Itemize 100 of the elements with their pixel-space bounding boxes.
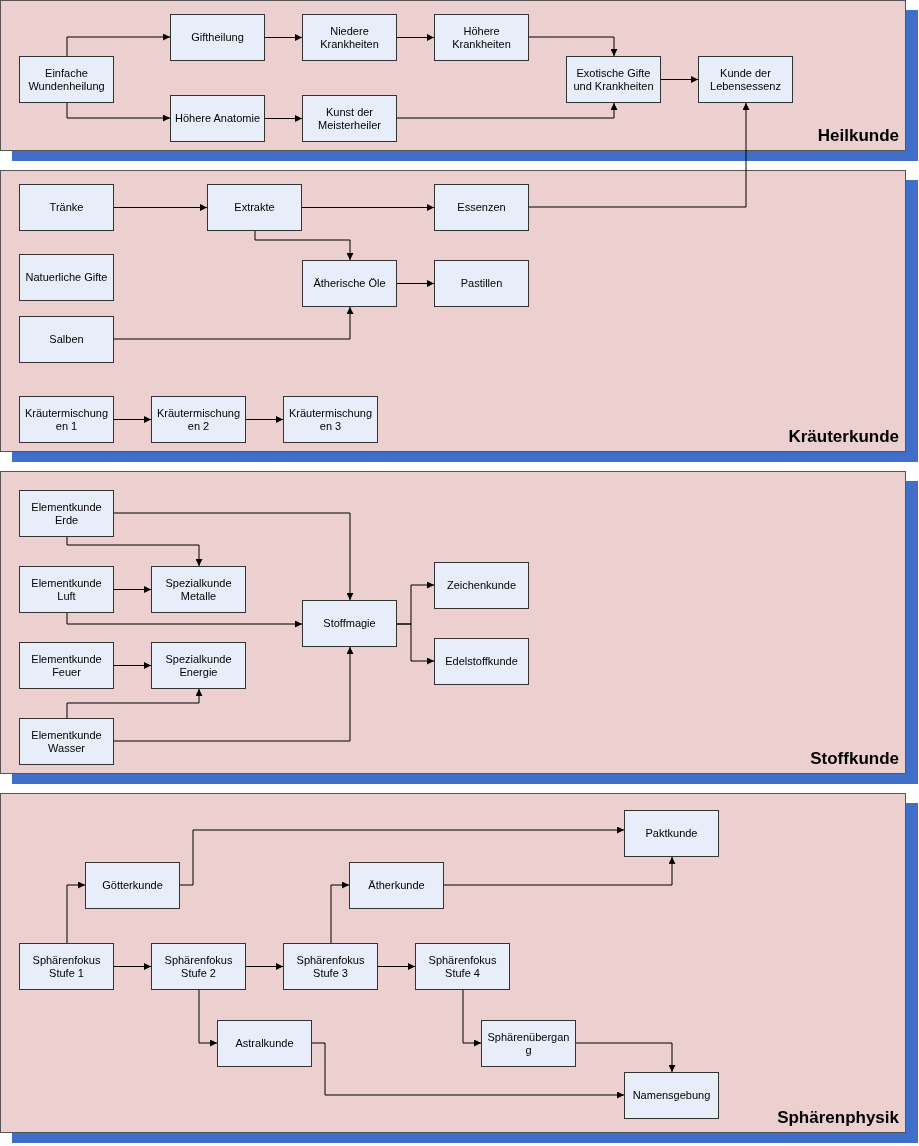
box-label: Kunst der Meisterheiler (317, 105, 382, 132)
arrow (396, 34, 435, 41)
arrow (66, 612, 303, 628)
box-label: Ätherkunde (368, 879, 425, 892)
section-heading: Sphärenphysik (777, 1108, 899, 1128)
box-label: Spezialkunde Metalle (164, 576, 233, 603)
arrow (66, 688, 203, 719)
box-label: Elementkunde Luft (30, 576, 103, 603)
process-box (434, 14, 529, 61)
process-box (19, 490, 114, 537)
box-label: Kräutermischungen 2 (156, 406, 241, 433)
process-box (283, 396, 378, 443)
arrow (113, 204, 208, 211)
process-box (19, 718, 114, 765)
process-box (151, 943, 246, 990)
box-label: Sphärenübergang (486, 1030, 571, 1057)
box-label: Ätherische Öle (313, 277, 386, 290)
process-box (481, 1020, 576, 1067)
box-label: Höhere Krankheiten (451, 24, 512, 51)
process-box (283, 943, 378, 990)
arrow (396, 623, 435, 665)
box-label: Namensgebung (632, 1089, 711, 1102)
arrow (66, 33, 171, 57)
process-box (698, 56, 793, 103)
box-label: Kräutermischungen 3 (288, 406, 373, 433)
box-label: Elementkunde Wasser (30, 728, 103, 755)
box-label: Götterkunde (102, 879, 163, 892)
section-heading: Kräuterkunde (788, 427, 899, 447)
box-label: Paktkunde (645, 827, 698, 840)
box-label: Elementkunde Erde (30, 500, 103, 527)
box-label: Pastillen (460, 277, 503, 290)
arrow (113, 662, 152, 669)
arrow (198, 989, 218, 1047)
box-label: Spezialkunde Energie (164, 652, 233, 679)
process-box (566, 56, 661, 103)
process-box (19, 56, 114, 103)
process-box (19, 254, 114, 301)
arrow (245, 963, 284, 970)
process-box (302, 600, 397, 647)
process-box (434, 638, 529, 685)
process-box (349, 862, 444, 909)
process-box (19, 396, 114, 443)
box-label: Einfache Wundenheilung (27, 66, 106, 93)
process-box (415, 943, 510, 990)
box-label: Sphärenfokus Stufe 1 (31, 953, 102, 980)
process-box (85, 862, 180, 909)
arrow (113, 306, 354, 340)
arrow (301, 204, 435, 211)
process-box (302, 260, 397, 307)
arrow (264, 115, 303, 122)
arrow (396, 102, 618, 119)
process-box (207, 184, 302, 231)
arrow (113, 512, 354, 601)
box-label: Essenzen (457, 201, 506, 214)
arrow (66, 102, 171, 122)
arrow (311, 1042, 625, 1099)
process-box (19, 316, 114, 363)
arrow (528, 36, 618, 57)
box-label: Sphärenfokus Stufe 3 (295, 953, 366, 980)
process-box (302, 14, 397, 61)
box-label: Exotische Gifte und Krankheiten (572, 66, 655, 93)
box-label: Kräutermischungen 1 (24, 406, 109, 433)
process-box (434, 260, 529, 307)
process-box (217, 1020, 312, 1067)
arrow (113, 963, 152, 970)
arrow (575, 1042, 676, 1073)
arrow (113, 416, 152, 423)
process-box (19, 943, 114, 990)
arrow (264, 34, 303, 41)
box-label: Edelstoffkunde (445, 655, 518, 668)
box-label: Tränke (49, 201, 84, 214)
process-box (19, 642, 114, 689)
arrow (528, 102, 750, 208)
section-heading: Heilkunde (817, 126, 899, 146)
arrow (113, 586, 152, 593)
arrow (330, 881, 350, 944)
process-box (170, 95, 265, 142)
arrow (396, 280, 435, 287)
box-label: Salben (49, 333, 84, 346)
process-box (302, 95, 397, 142)
process-box (434, 184, 529, 231)
process-box (151, 566, 246, 613)
arrow (245, 416, 284, 423)
process-box (434, 562, 529, 609)
arrow (443, 856, 676, 886)
arrow (66, 536, 203, 567)
arrow (377, 963, 416, 970)
box-label: Niedere Krankheiten (319, 24, 380, 51)
box-label: Giftheilung (191, 31, 244, 44)
process-box (170, 14, 265, 61)
box-label: Stoffmagie (323, 617, 376, 630)
box-label: Astralkunde (235, 1037, 294, 1050)
box-label: Elementkunde Feuer (30, 652, 103, 679)
process-box (624, 1072, 719, 1119)
box-label: Natuerliche Gifte (25, 271, 108, 284)
box-label: Sphärenfokus Stufe 4 (427, 953, 498, 980)
box-label: Zeichenkunde (446, 579, 517, 592)
box-label: Kunde der Lebensessenz (709, 66, 782, 93)
box-label: Sphärenfokus Stufe 2 (163, 953, 234, 980)
arrow (113, 646, 354, 742)
